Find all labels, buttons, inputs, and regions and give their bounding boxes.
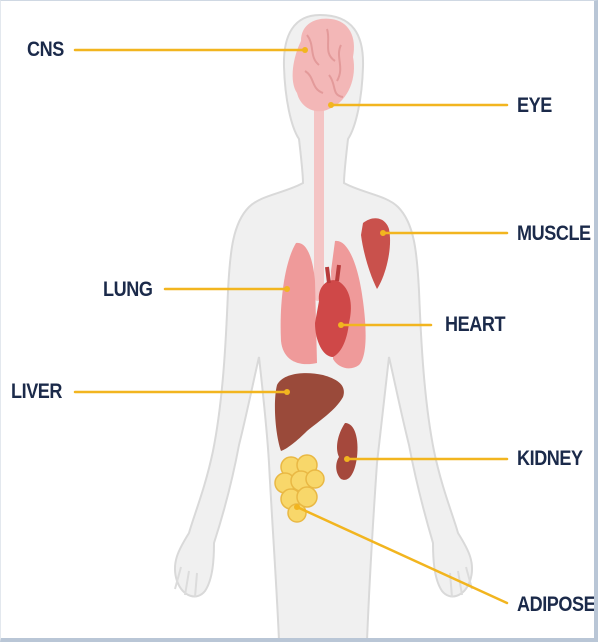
cns-label: CNS [27,39,64,60]
liver-label: LIVER [11,381,62,402]
heart-leader-dot [338,322,344,328]
adipose-leader-dot [294,504,300,510]
kidney-label: KIDNEY [517,448,583,469]
liver-leader-dot [284,389,290,395]
eye-leader-dot [328,102,334,108]
muscle-label: MUSCLE [517,223,591,244]
eye-label: EYE [517,95,552,116]
adipose-label: ADIPOSE [517,594,595,615]
lung-leader-dot [284,286,290,292]
muscle-leader-dot [380,230,386,236]
heart-label: HEART [445,314,505,335]
cns-leader-dot [302,47,308,53]
lung-label: LUNG [103,279,152,300]
spinal-cord [314,101,324,301]
kidney-leader-dot [344,456,350,462]
